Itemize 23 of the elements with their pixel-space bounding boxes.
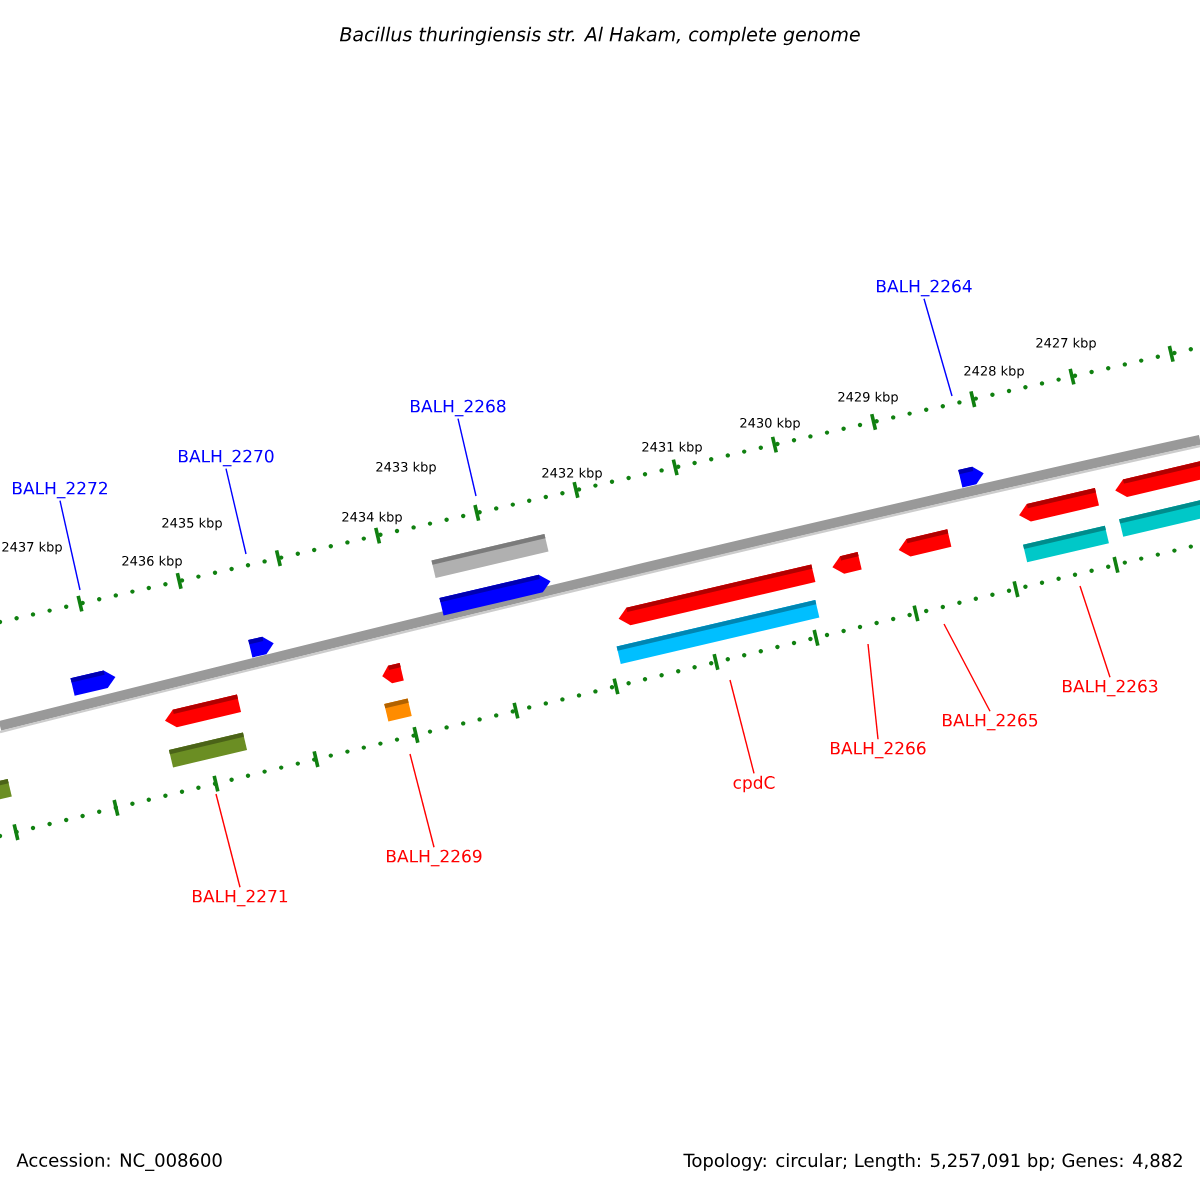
leader-line [457,418,477,497]
gene-label: BALH_2266 [831,741,926,759]
title: Bacillus thuringiensis str. Al Hakam, complete genome [339,26,860,46]
leader-line [409,753,435,848]
gene-label: BALH_2270 [179,449,274,467]
gene-label: BALH_2268 [411,399,506,417]
gene-label: BALH_2265 [943,713,1038,731]
footer-text: Topology: circular; Length: 5,257,091 bp; Genes: 4,882 [683,1153,1182,1171]
gene-label: BALH_2271 [193,889,288,907]
leader-line [1079,585,1111,678]
leader-line [943,623,991,712]
leader-line [729,679,755,775]
leader-line [215,793,241,888]
leader-line [923,298,953,397]
gene-label: cpdC [733,775,775,793]
gene-label: BALH_2272 [13,481,107,499]
gene-label: BALH_2264 [877,279,972,297]
leader-line [867,643,879,740]
gene-label: BALH_2263 [1063,679,1158,697]
leader-line [59,500,81,591]
footer-text: Accession: NC_008600 [16,1153,222,1171]
leader-line [225,468,247,555]
gene-label: BALH_2269 [387,849,482,867]
